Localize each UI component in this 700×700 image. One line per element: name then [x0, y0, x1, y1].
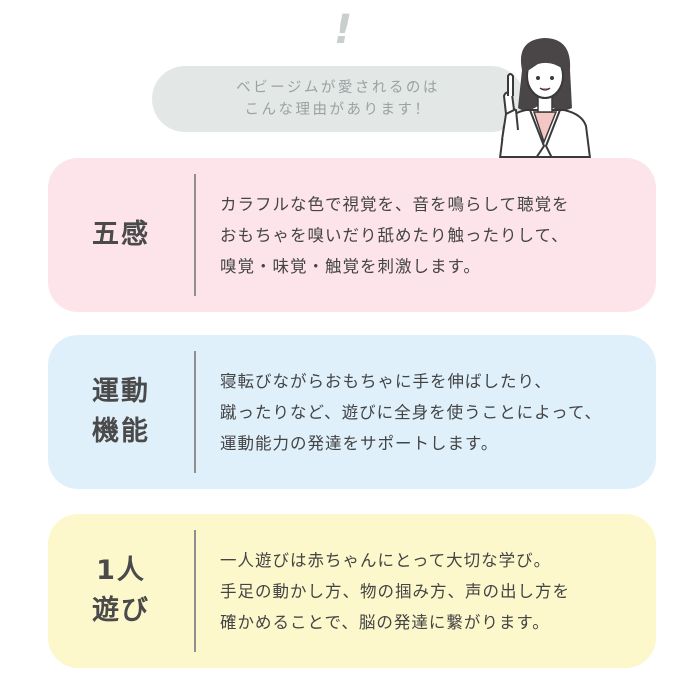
card-title-line: 五感 [92, 219, 150, 250]
bubble-line-2: こんな理由があります！ [244, 102, 432, 118]
card-body-line: おもちゃを嗅いだり舐めたり触ったりして、 [220, 225, 569, 245]
card-motor-function: 運動 機能 寝転びながらおもちゃに手を伸ばしたり、 蹴ったりなど、遊びに全身を使… [48, 335, 656, 489]
card-title-line: 運動 [92, 376, 150, 407]
card-solo-play: 1人 遊び 一人遊びは赤ちゃんにとって大切な学び。 手足の動かし方、物の掴み方、… [48, 514, 656, 668]
card-divider [194, 174, 196, 296]
card-body-line: カラフルな色で視覚を、音を鳴らして聴覚を [220, 194, 570, 214]
card-body: 寝転びながらおもちゃに手を伸ばしたり、 蹴ったりなど、遊びに全身を使うことによっ… [196, 366, 602, 459]
card-title: 1人 遊び [48, 551, 194, 631]
card-divider [194, 351, 196, 473]
exclamation-mark: ! [334, 7, 353, 53]
card-body: 一人遊びは赤ちゃんにとって大切な学び。 手足の動かし方、物の掴み方、声の出し方を… [196, 545, 570, 638]
card-senses: 五感 カラフルな色で視覚を、音を鳴らして聴覚を おもちゃを嗅いだり舐めたり触った… [48, 158, 656, 312]
card-title-line: 遊び [92, 595, 150, 626]
card-title: 運動 機能 [48, 372, 194, 452]
card-divider [194, 530, 196, 652]
card-body-line: 蹴ったりなど、遊びに全身を使うことによって、 [220, 402, 603, 422]
card-body-line: 嗅覚・味覚・触覚を刺激します。 [220, 256, 481, 276]
card-body-line: 確かめることで、脳の発達に繋がります。 [220, 612, 550, 632]
card-title: 五感 [48, 215, 194, 255]
doctor-illustration [498, 38, 592, 158]
card-body-line: 寝転びながらおもちゃに手を伸ばしたり、 [220, 371, 552, 391]
speech-bubble: ベビージムが愛されるのは こんな理由があります！ [152, 66, 524, 132]
card-title-line: 1人 [96, 555, 146, 586]
bubble-line-1: ベビージムが愛されるのは [236, 80, 440, 96]
card-title-line: 機能 [92, 416, 150, 447]
card-body-line: 運動能力の発達をサポートします。 [220, 433, 499, 453]
card-body-line: 手足の動かし方、物の掴み方、声の出し方を [220, 581, 570, 601]
card-body-line: 一人遊びは赤ちゃんにとって大切な学び。 [220, 550, 552, 570]
card-body: カラフルな色で視覚を、音を鳴らして聴覚を おもちゃを嗅いだり舐めたり触ったりして… [196, 189, 570, 282]
